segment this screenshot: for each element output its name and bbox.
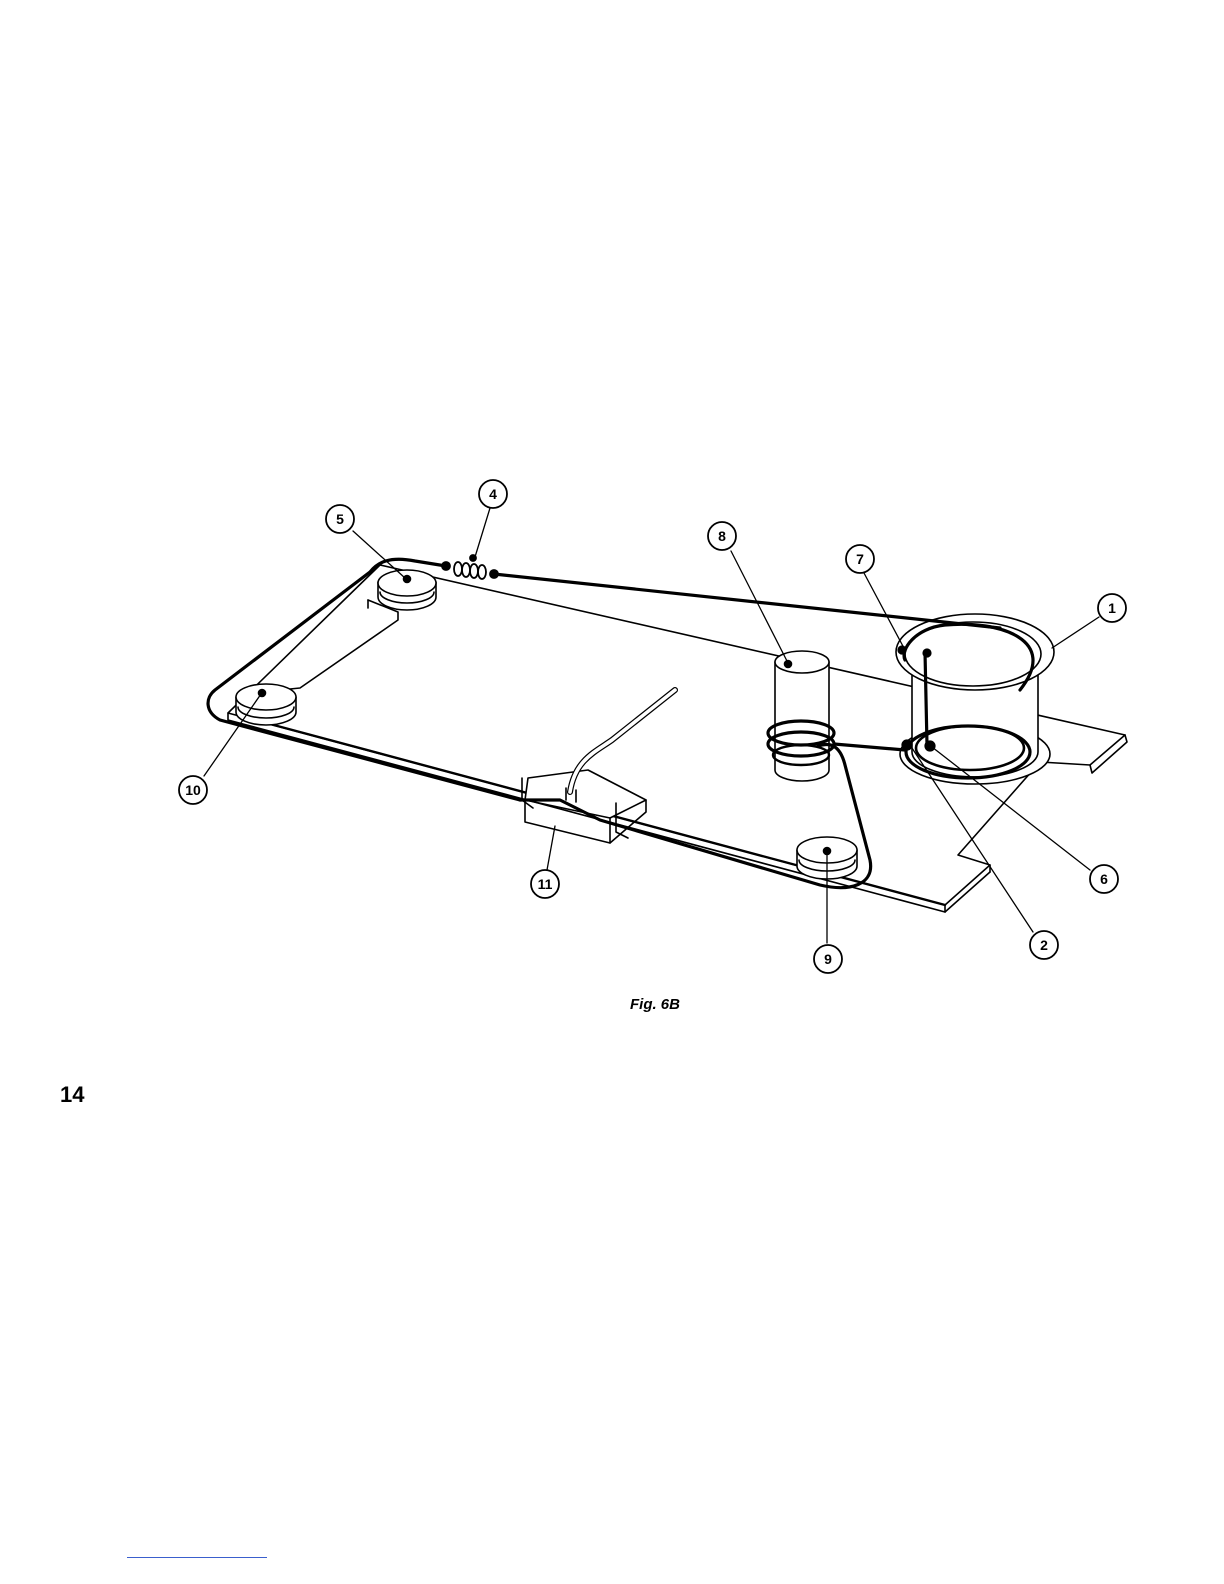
callout-2: 2 bbox=[1030, 931, 1058, 959]
callout-5: 5 bbox=[326, 505, 354, 533]
callout-4: 4 bbox=[479, 480, 507, 508]
callout-7: 7 bbox=[846, 545, 874, 573]
svg-text:6: 6 bbox=[1100, 871, 1108, 887]
svg-text:4: 4 bbox=[489, 486, 497, 502]
callout-8: 8 bbox=[708, 522, 736, 550]
svg-text:9: 9 bbox=[824, 951, 832, 967]
tension-spring-4 bbox=[442, 555, 498, 579]
svg-text:2: 2 bbox=[1040, 937, 1048, 953]
pulley-10 bbox=[236, 684, 296, 725]
svg-text:10: 10 bbox=[185, 782, 201, 798]
callout-10: 10 bbox=[179, 776, 207, 804]
callout-6: 6 bbox=[1090, 865, 1118, 893]
svg-text:8: 8 bbox=[718, 528, 726, 544]
pulley-5 bbox=[378, 570, 436, 610]
svg-text:1: 1 bbox=[1108, 600, 1116, 616]
svg-text:5: 5 bbox=[336, 511, 344, 527]
callout-11: 11 bbox=[531, 870, 559, 898]
svg-text:7: 7 bbox=[856, 551, 864, 567]
figure-caption: Fig. 6B bbox=[600, 996, 710, 1013]
callout-9: 9 bbox=[814, 945, 842, 973]
callout-1: 1 bbox=[1098, 594, 1126, 622]
footnote-rule bbox=[127, 1557, 267, 1558]
page-number: 14 bbox=[60, 1082, 84, 1108]
spool-1 bbox=[896, 614, 1054, 784]
svg-text:11: 11 bbox=[538, 876, 553, 892]
